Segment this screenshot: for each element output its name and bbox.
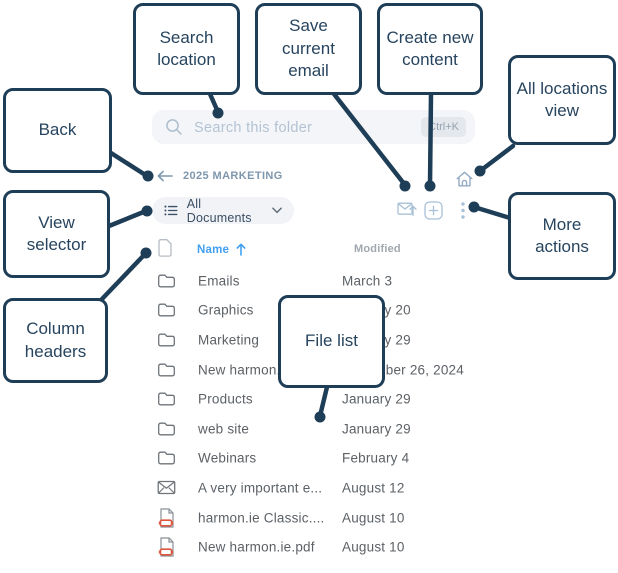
home-icon[interactable]: [455, 170, 474, 189]
file-modified-date: August 10: [342, 539, 405, 555]
file-type-icon: [155, 537, 177, 557]
plus-icon[interactable]: [424, 201, 443, 220]
file-row[interactable]: Webinars February 4: [152, 444, 492, 474]
pdf-icon: [158, 507, 174, 528]
page-icon[interactable]: [157, 238, 173, 258]
file-row[interactable]: New harmon.ie.pdf August 10: [152, 532, 492, 562]
file-modified-date: February 4: [342, 450, 410, 466]
file-type-icon: [155, 330, 177, 350]
file-type-icon: [155, 300, 177, 320]
view-selector[interactable]: All Documents: [152, 196, 294, 225]
file-type-icon: [155, 419, 177, 439]
name-header-label[interactable]: Name: [197, 243, 230, 256]
callout-back: Back: [3, 88, 112, 173]
file-modified-date: August 10: [342, 510, 405, 526]
file-name[interactable]: New harmon.ie.pdf: [198, 539, 315, 555]
file-name[interactable]: Webinars: [198, 450, 257, 466]
file-row[interactable]: Emails March 3: [152, 266, 492, 296]
file-type-icon: [155, 507, 177, 528]
file-type-icon: [155, 271, 177, 291]
file-modified-date: January 29: [342, 421, 411, 437]
file-row[interactable]: A very important e... August 12: [152, 473, 492, 503]
file-name[interactable]: Graphics: [198, 302, 254, 318]
file-type-icon: [155, 389, 177, 409]
file-modified-date: March 3: [342, 273, 393, 289]
email-icon: [157, 481, 175, 495]
file-row[interactable]: Products January 29: [152, 384, 492, 414]
file-type-icon: [155, 360, 177, 380]
chevron-down-icon: [272, 207, 282, 214]
callout-all-locations-view: All locations view: [508, 55, 616, 145]
view-selector-label: All Documents: [186, 196, 252, 225]
file-name[interactable]: Products: [198, 391, 253, 407]
folder-icon: [157, 422, 175, 436]
keyboard-shortcut-badge: Ctrl+K: [421, 117, 466, 137]
file-name[interactable]: web site: [198, 421, 250, 437]
save-email-icon[interactable]: [397, 200, 418, 218]
file-modified-date: January 29: [342, 391, 411, 407]
folder-icon: [157, 274, 175, 288]
file-name[interactable]: Emails: [198, 273, 240, 289]
column-header-name[interactable]: Name: [197, 243, 246, 256]
file-name[interactable]: New harmon.ie: [198, 362, 292, 378]
folder-icon: [157, 333, 175, 347]
callout-column-headers: Column headers: [3, 298, 108, 383]
sort-ascending-icon[interactable]: [236, 243, 246, 256]
callout-create-new-content: Create new content: [377, 3, 483, 95]
file-type-icon: [155, 478, 177, 498]
breadcrumb[interactable]: 2025 MARKETING: [156, 168, 283, 184]
back-arrow-icon[interactable]: [156, 170, 173, 182]
column-header-modified[interactable]: Modified: [354, 243, 401, 255]
callout-save-current-email: Save current email: [255, 3, 362, 95]
kebab-menu-icon[interactable]: [460, 201, 466, 220]
folder-icon: [157, 303, 175, 317]
file-name[interactable]: Marketing: [198, 332, 260, 348]
callout-view-selector: View selector: [3, 190, 110, 278]
file-name[interactable]: harmon.ie Classic....: [198, 510, 325, 526]
search-icon: [166, 119, 182, 135]
file-row[interactable]: harmon.ie Classic.... August 10: [152, 503, 492, 533]
list-view-icon: [164, 205, 178, 216]
callout-more-actions: More actions: [508, 192, 616, 280]
pdf-icon: [158, 537, 174, 557]
folder-icon: [157, 392, 175, 406]
search-bar[interactable]: Ctrl+K: [152, 110, 475, 146]
callout-file-list: File list: [278, 295, 385, 388]
file-modified-date: August 12: [342, 480, 405, 496]
folder-icon: [157, 451, 175, 465]
folder-icon: [157, 363, 175, 377]
file-row[interactable]: web site January 29: [152, 414, 492, 444]
breadcrumb-label[interactable]: 2025 MARKETING: [183, 170, 283, 182]
search-input[interactable]: [192, 110, 411, 146]
callout-search-location: Search location: [133, 3, 240, 95]
file-name[interactable]: A very important e...: [198, 480, 323, 496]
file-type-icon: [155, 448, 177, 468]
